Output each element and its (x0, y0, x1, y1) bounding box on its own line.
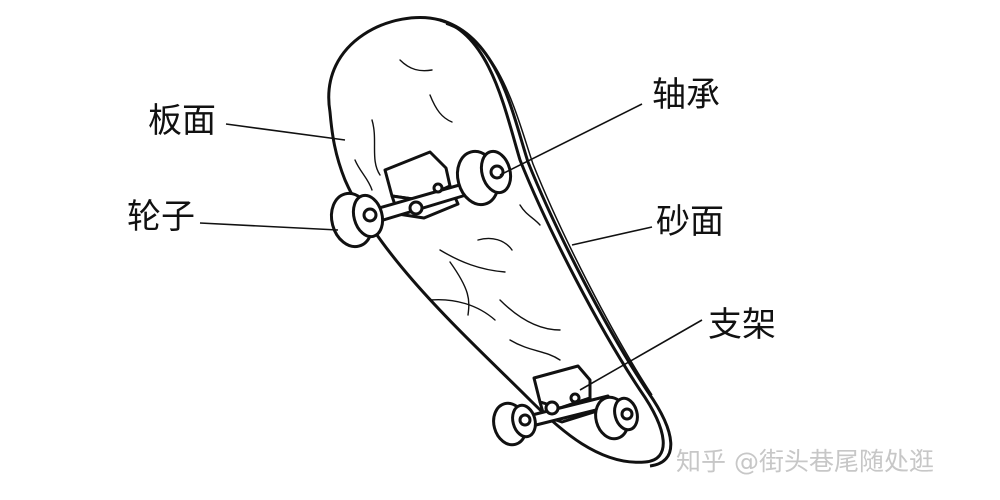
wheels-label: 轮子 (127, 197, 195, 237)
source-watermark: 知乎 @街头巷尾随处逛 (676, 447, 934, 476)
lower-left-wheel (492, 401, 537, 447)
deck-label: 板面 (148, 101, 216, 141)
griptape-label: 砂面 (656, 202, 724, 242)
deck-leader-line (225, 123, 346, 141)
lower-truck (510, 364, 614, 432)
lower-right-wheel (594, 395, 639, 441)
truck-label: 支架 (708, 305, 776, 345)
bearing-leader-line (499, 103, 643, 176)
bearing-label: 轴承 (652, 75, 720, 115)
truck-leader-line (579, 319, 703, 391)
deck-scratches (354, 59, 561, 361)
griptape-leader-line (571, 226, 653, 246)
wheels-leader-line (199, 222, 339, 231)
upper-right-wheel (455, 149, 513, 207)
upper-left-wheel (329, 191, 385, 249)
